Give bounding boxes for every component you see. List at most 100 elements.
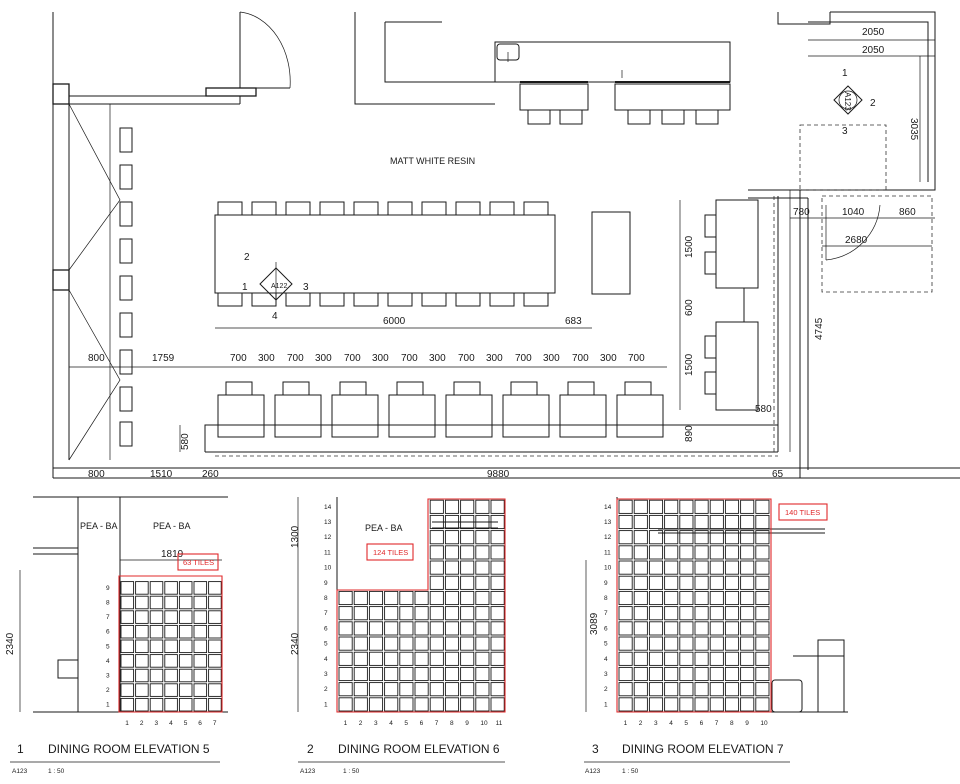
wall-tile — [384, 606, 399, 621]
dim-top-right-2: 2050 — [862, 45, 885, 56]
dim-bottom-5: 65 — [772, 469, 784, 480]
wall-tile — [178, 668, 193, 683]
wall-tile — [664, 499, 679, 514]
wall-tile — [164, 697, 178, 712]
elevation-6: PEA - BA 124 TILES 1300 2340 12345678910… — [290, 497, 506, 775]
wall-tile — [755, 666, 770, 682]
wall-tile — [694, 682, 709, 697]
floor-plan — [52, 11, 960, 479]
wall-tile — [740, 666, 755, 682]
wall-tile — [353, 697, 368, 712]
wall-tile — [338, 666, 353, 682]
wall-tile — [755, 514, 770, 530]
dim-bottom-2: 1510 — [150, 469, 173, 480]
wall-tile — [475, 545, 490, 560]
wall-tile — [475, 560, 490, 575]
column-label: 5 — [684, 720, 688, 727]
wall-tile — [740, 682, 755, 697]
wall-tile — [444, 666, 460, 682]
wall-tile — [755, 621, 770, 636]
wall-tile — [694, 545, 709, 560]
svg-text:1 : 50: 1 : 50 — [622, 768, 639, 775]
wall-tile — [149, 581, 164, 595]
dim-wall-height: 4745 — [814, 317, 825, 340]
wall-tile — [709, 636, 724, 651]
row-label: 8 — [604, 595, 608, 602]
dim-bottom-4: 9880 — [487, 469, 510, 480]
wall-tile — [724, 697, 740, 712]
wall-tile — [633, 590, 648, 606]
wall-tile — [164, 624, 178, 639]
wall-tile — [490, 636, 505, 651]
wall-tile — [633, 530, 648, 545]
wall-tile — [193, 697, 208, 712]
wall-tile — [460, 499, 475, 514]
wall-tile — [208, 624, 222, 639]
row-label: 7 — [324, 610, 328, 617]
room-label-left: PEA - BA — [80, 521, 118, 531]
wall-tile — [460, 697, 475, 712]
wall-tile — [664, 590, 679, 606]
wall-tile — [384, 651, 399, 666]
wall-tile — [353, 651, 368, 666]
svg-text:2: 2 — [870, 98, 876, 109]
svg-text:A123: A123 — [585, 768, 601, 775]
wall-tile — [399, 682, 414, 697]
elevation-title: DINING ROOM ELEVATION 5 — [48, 742, 210, 756]
wall-tile — [149, 595, 164, 610]
wall-tile — [648, 682, 664, 697]
wall-tile — [429, 697, 444, 712]
column-label: 9 — [465, 720, 469, 727]
wall-tile — [414, 621, 429, 636]
wall-tile — [399, 666, 414, 682]
wall-tile — [149, 624, 164, 639]
wall-tile — [475, 682, 490, 697]
wall-tile — [414, 682, 429, 697]
wall-tile — [709, 545, 724, 560]
wall-tile — [164, 668, 178, 683]
wall-tile — [694, 530, 709, 545]
wall-tile — [368, 666, 384, 682]
wall-tile — [755, 499, 770, 514]
row-label: 1 — [324, 701, 328, 708]
wall-tile — [694, 666, 709, 682]
wall-tile — [444, 545, 460, 560]
wall-tile — [490, 514, 505, 530]
row-label: 9 — [324, 580, 328, 587]
dim-seat-row: 1759 — [152, 353, 175, 364]
row-label: 13 — [324, 519, 332, 526]
wall-tile — [384, 697, 399, 712]
wall-tile — [490, 560, 505, 575]
svg-text:2: 2 — [244, 252, 250, 263]
wall-tile — [444, 651, 460, 666]
wall-tile — [368, 621, 384, 636]
wall-tile — [679, 682, 694, 697]
wall-tile — [633, 499, 648, 514]
wall-tile — [444, 530, 460, 545]
wall-tile — [740, 514, 755, 530]
wall-tile — [120, 668, 135, 683]
column-label: 4 — [169, 720, 173, 727]
wall-tile — [679, 666, 694, 682]
svg-text:1: 1 — [17, 742, 24, 756]
wall-tile — [755, 575, 770, 590]
wall-tile — [120, 595, 135, 610]
wall-tile — [755, 697, 770, 712]
wall-tile — [193, 654, 208, 668]
column-label: 3 — [654, 720, 658, 727]
wall-tile — [368, 636, 384, 651]
wall-tile — [193, 581, 208, 595]
wall-tile — [338, 697, 353, 712]
row-label: 5 — [324, 641, 328, 648]
wall-tile — [679, 499, 694, 514]
column-label: 3 — [374, 720, 378, 727]
wall-tile — [490, 530, 505, 545]
wall-tile — [178, 610, 193, 624]
row-label: 12 — [324, 534, 332, 541]
wall-tile — [633, 606, 648, 621]
wall-tile — [709, 606, 724, 621]
wall-tile — [444, 606, 460, 621]
dim-corridor-total: 2680 — [845, 235, 868, 246]
row-label: 11 — [604, 549, 611, 556]
wall-tile — [633, 621, 648, 636]
